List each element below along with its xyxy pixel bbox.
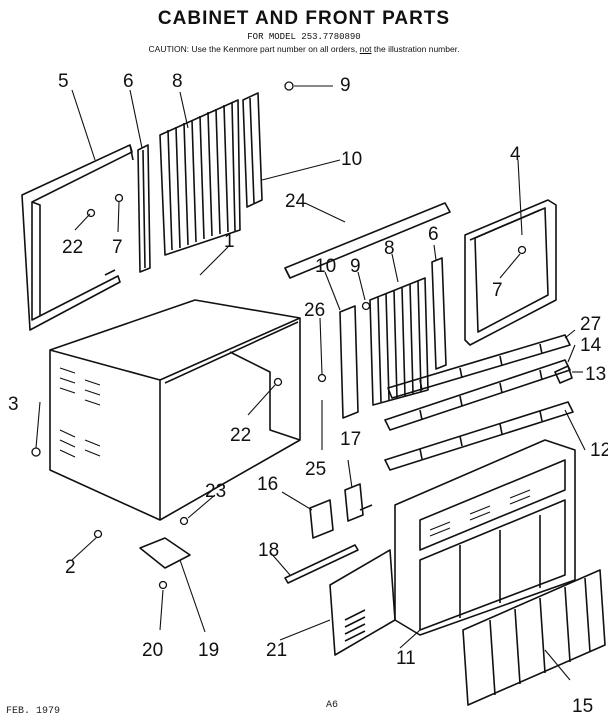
callout-8b: 8 (384, 238, 395, 259)
callout-1: 1 (224, 231, 235, 252)
part-11-front-panel (394, 439, 576, 636)
callout-19: 19 (198, 640, 219, 661)
part-16-bracket (309, 499, 334, 539)
callout-9b: 9 (350, 256, 361, 277)
model-line: FOR MODEL 253.7780890 (247, 32, 361, 42)
callout-6b: 6 (428, 224, 439, 245)
callout-3: 3 (8, 394, 19, 415)
callout-9: 9 (340, 75, 351, 96)
callout-22b: 22 (230, 425, 251, 446)
callout-6: 6 (123, 71, 134, 92)
part-5-side-frame (21, 144, 134, 331)
part-12-louver (384, 401, 574, 471)
leader-lines (35, 85, 586, 681)
part-6-strip-left (137, 144, 151, 273)
callout-4: 4 (510, 144, 521, 165)
part-21-side-grille (329, 549, 396, 656)
caution-not: not (359, 44, 372, 54)
callout-8: 8 (172, 71, 183, 92)
part-19-bracket (139, 537, 191, 569)
callout-labels: 5 6 8 9 10 22 7 24 1 4 10 9 8 6 7 26 27 … (8, 71, 608, 717)
page-title: CABINET AND FRONT PARTS (157, 8, 451, 29)
callout-18: 18 (258, 540, 279, 561)
caution-text-a: CAUTION: Use the Kenmore part number on … (148, 44, 360, 54)
callout-10: 10 (341, 149, 362, 170)
callout-2: 2 (65, 557, 76, 578)
part-4-side-frame (464, 199, 557, 346)
part-6-strip-right (431, 257, 447, 370)
part-8-curtain-lower (369, 277, 429, 406)
part-27-louver (387, 334, 571, 399)
part-17-bracket (344, 483, 373, 522)
callout-16: 16 (257, 474, 278, 495)
callout-14: 14 (580, 335, 602, 356)
callout-22: 22 (62, 237, 83, 258)
caution-line: CAUTION: Use the Kenmore part number on … (0, 44, 608, 54)
part-1-cabinet (49, 299, 301, 521)
callout-21: 21 (266, 640, 287, 661)
callout-20: 20 (142, 640, 163, 661)
part-8-curtain-upper (159, 99, 241, 256)
part-18-rod (284, 544, 359, 584)
callout-24: 24 (285, 191, 307, 212)
callout-13: 13 (585, 364, 606, 385)
footer-date: FEB. 1979 (6, 706, 61, 717)
callout-27: 27 (580, 314, 601, 335)
screws (31, 81, 527, 590)
callout-7: 7 (112, 237, 123, 258)
callout-23: 23 (205, 481, 226, 502)
callout-11: 11 (396, 648, 416, 669)
part-10-channel-upper (242, 92, 263, 208)
callout-5: 5 (58, 71, 69, 92)
callout-26: 26 (304, 300, 325, 321)
part-24-rail (284, 202, 451, 279)
part-15-filter (462, 569, 606, 706)
callout-17: 17 (340, 429, 361, 450)
footer-page: A6 (326, 700, 339, 711)
callout-25: 25 (305, 459, 326, 480)
part-10-channel-lower (339, 305, 359, 419)
callout-10b: 10 (315, 256, 336, 277)
part-13-clip (554, 365, 573, 384)
callout-7b: 7 (492, 280, 503, 301)
caution-text-b: the illustration number. (371, 44, 460, 54)
callout-12: 12 (590, 440, 608, 461)
callout-15: 15 (572, 696, 593, 717)
